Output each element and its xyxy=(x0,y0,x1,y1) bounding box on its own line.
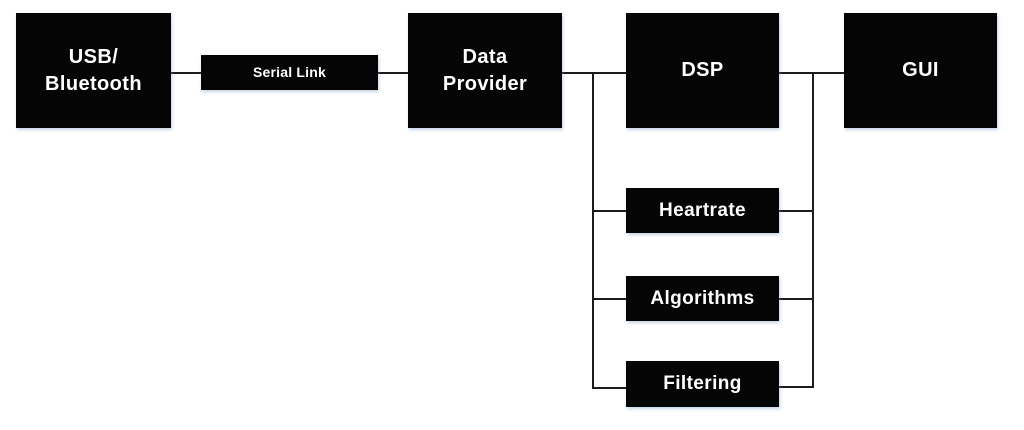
connector-bus-to-heartrate xyxy=(592,210,626,212)
connector-usb-to-serial-link xyxy=(171,72,201,74)
connector-data-provider-to-dsp xyxy=(562,72,626,74)
block-gui: GUI xyxy=(844,13,997,128)
connector-algorithms-to-bus xyxy=(779,298,814,300)
connector-bus-to-filtering xyxy=(592,387,626,389)
connector-dsp-to-gui xyxy=(779,72,844,74)
block-heartrate: Heartrate xyxy=(626,188,779,233)
block-filtering: Filtering xyxy=(626,361,779,407)
connector-heartrate-to-bus xyxy=(779,210,814,212)
connector-right-vertical-bus xyxy=(812,72,814,388)
connector-left-vertical-bus xyxy=(592,72,594,389)
block-serial-link: Serial Link xyxy=(201,55,378,90)
block-usb-bluetooth: USB/ Bluetooth xyxy=(16,13,171,128)
block-algorithms: Algorithms xyxy=(626,276,779,321)
connector-serial-link-to-data-provider xyxy=(378,72,408,74)
connector-filtering-to-bus xyxy=(779,386,814,388)
block-dsp: DSP xyxy=(626,13,779,128)
connector-bus-to-algorithms xyxy=(592,298,626,300)
block-data-provider: Data Provider xyxy=(408,13,562,128)
